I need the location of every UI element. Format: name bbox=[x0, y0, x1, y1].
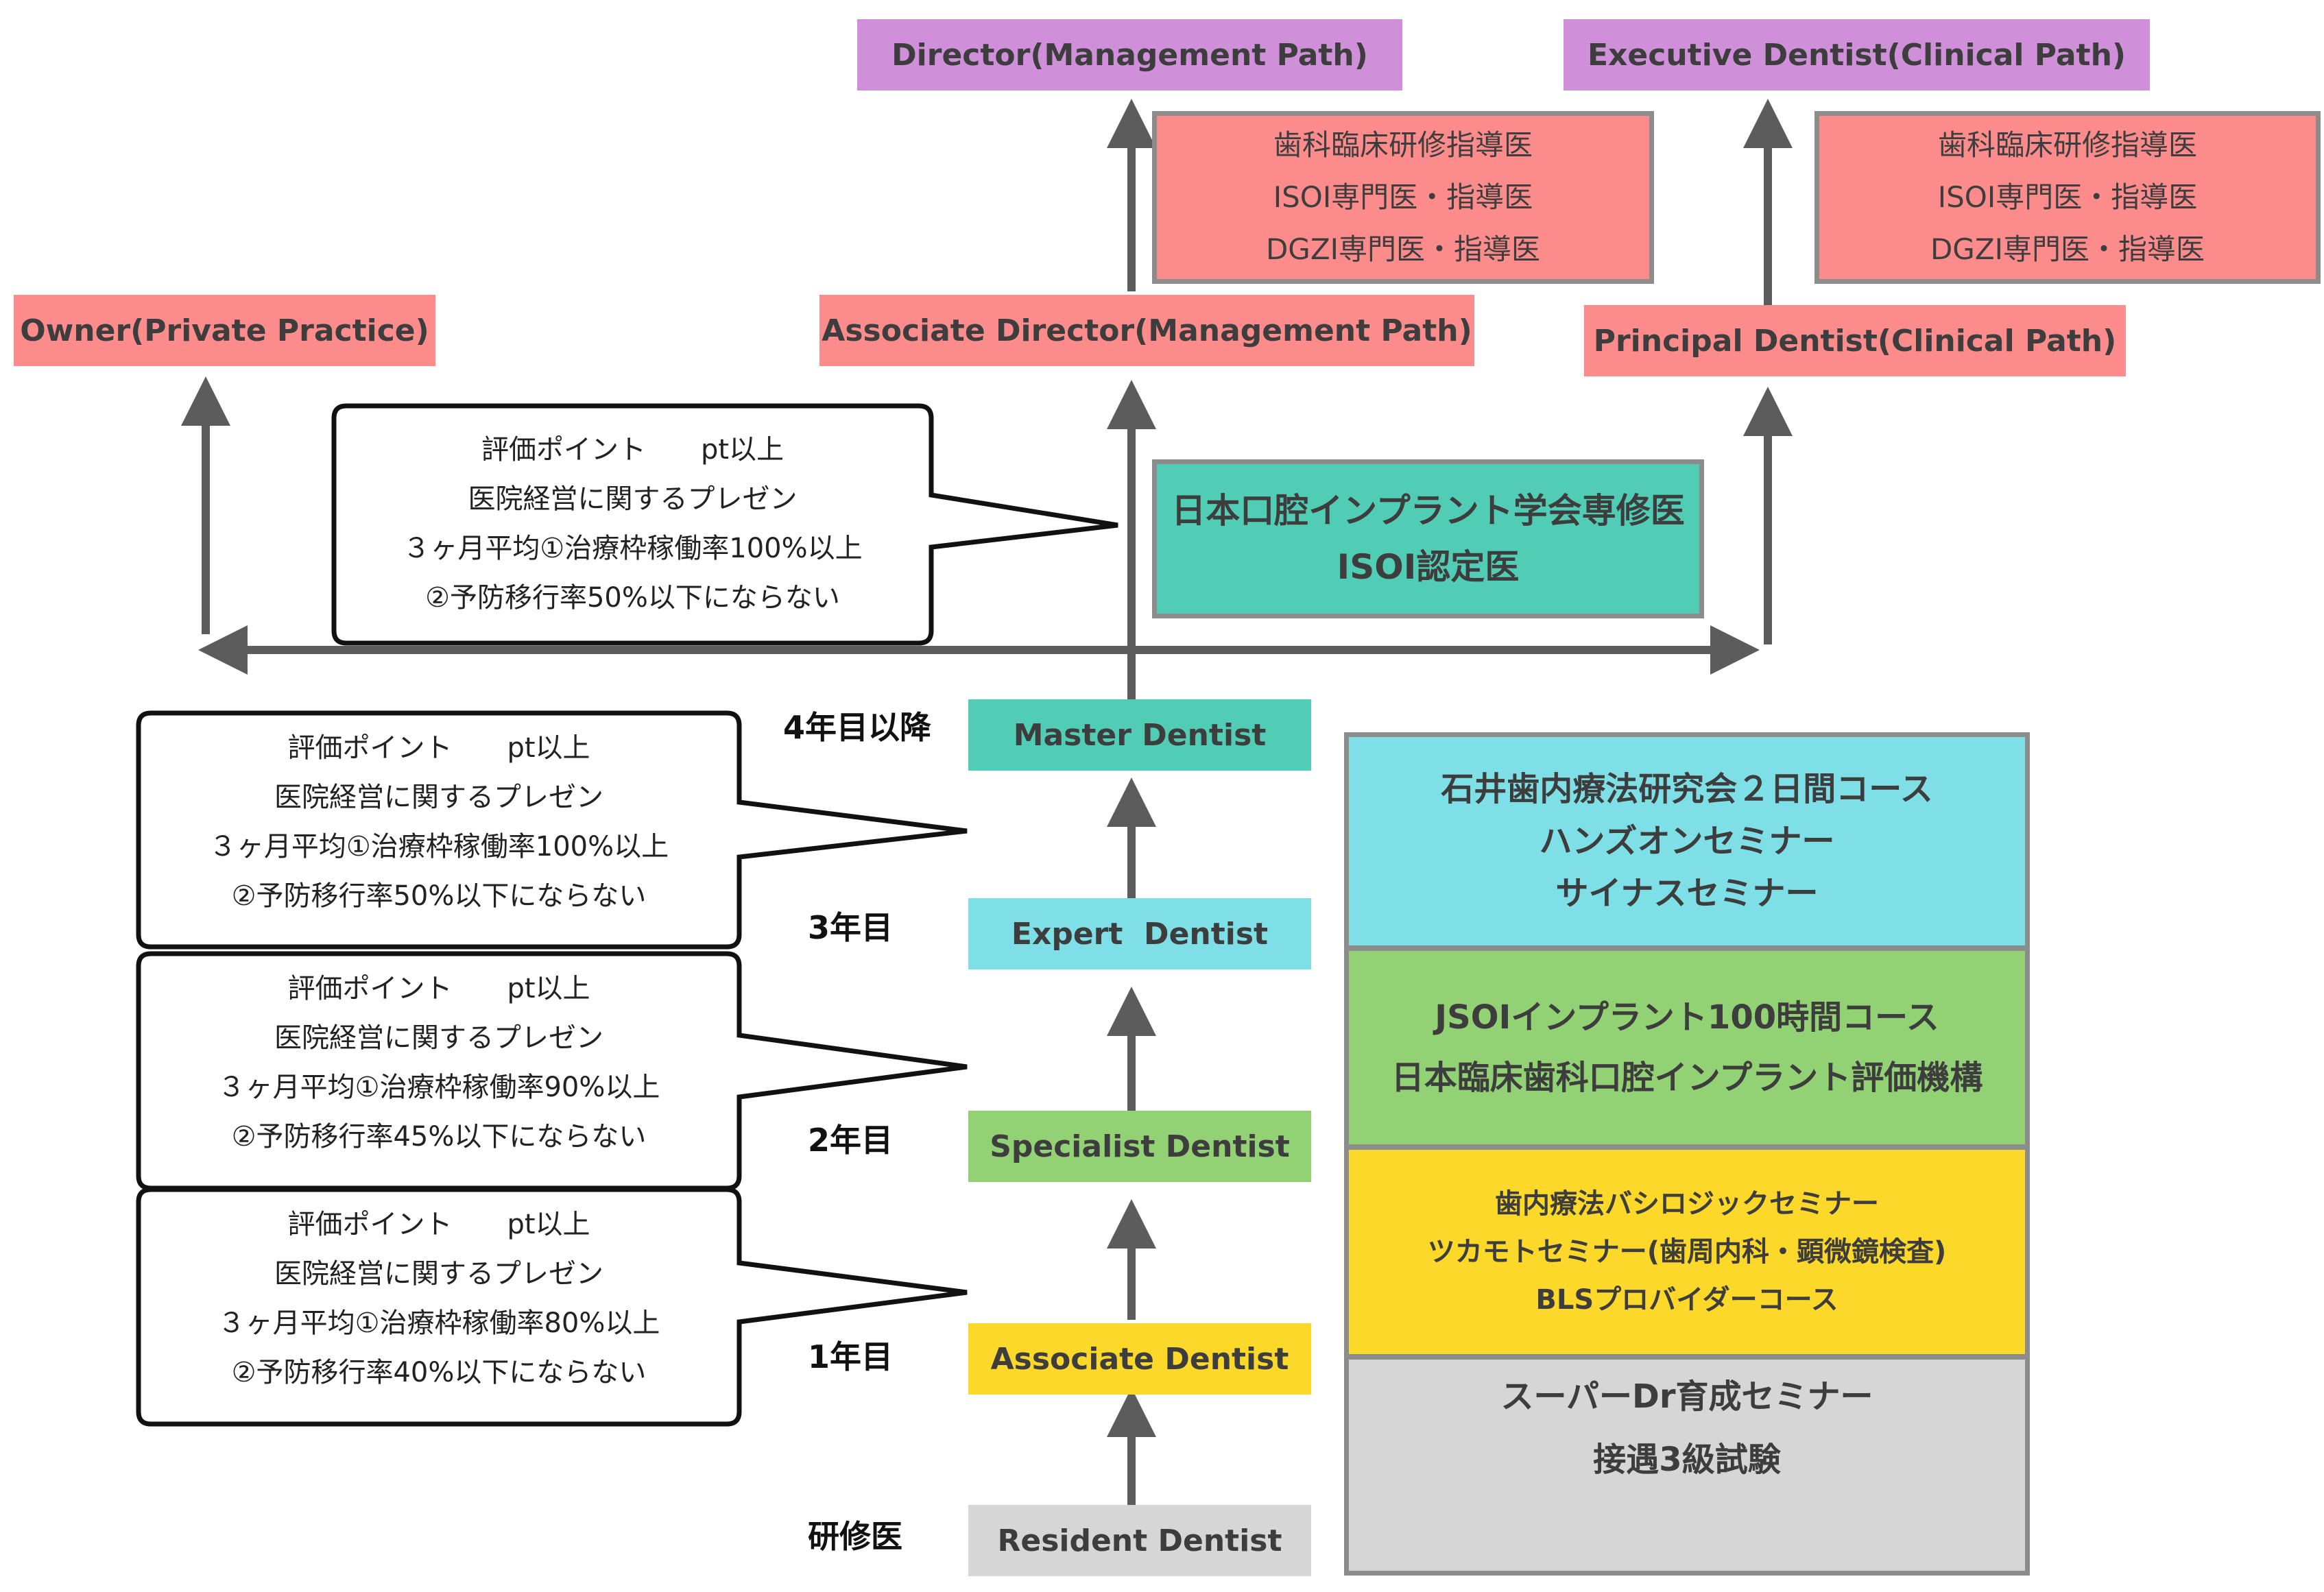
course-line: スーパーDr育成セミナー bbox=[1500, 1377, 1873, 1416]
teal-cert-box: 日本口腔インプラント学会専修医 ISOI認定医 bbox=[1152, 459, 1704, 618]
course-box-green: JSOIインプラント100時間コース 日本臨床歯科口腔インプラント評価機構 bbox=[1344, 946, 2030, 1149]
callout-text-4: 評価ポイント pt以上 医院経営に関するプレゼン ３ヶ月平均①治療枠稼働率80%… bbox=[139, 1200, 739, 1397]
cert-line: ISOI専門医・指導医 bbox=[1937, 180, 2198, 214]
level-associate: Associate Dentist bbox=[968, 1323, 1311, 1395]
teal-cert-line: 日本口腔インプラント学会専修医 bbox=[1171, 491, 1685, 531]
level-associate-label: Associate Dentist bbox=[990, 1341, 1289, 1377]
callout-line: ②予防移行率50%以下にならない bbox=[425, 582, 840, 614]
callout-line: 医院経営に関するプレゼン bbox=[468, 483, 798, 515]
cert-line: DGZI専門医・指導医 bbox=[1265, 232, 1541, 266]
course-line: ハンズオンセミナー bbox=[1539, 822, 1835, 860]
level-resident-label: Resident Dentist bbox=[997, 1523, 1282, 1558]
callout-shape-2 bbox=[136, 710, 968, 950]
cert-line: 歯科臨床研修指導医 bbox=[1273, 128, 1533, 162]
course-line: サイナスセミナー bbox=[1555, 874, 1819, 913]
course-box-gray: スーパーDr育成セミナー 接遇3級試験 bbox=[1344, 1355, 2030, 1576]
course-line: 歯内療法バシロジックセミナー bbox=[1495, 1188, 1879, 1220]
year-label-specialist: 2年目 bbox=[808, 1122, 894, 1159]
year-label-associate: 1年目 bbox=[808, 1338, 894, 1375]
callout-line: ３ヶ月平均①治療枠稼働率100%以上 bbox=[208, 831, 669, 863]
callout-text-2: 評価ポイント pt以上 医院経営に関するプレゼン ３ヶ月平均①治療枠稼働率100… bbox=[139, 723, 739, 921]
teal-cert-line: ISOI認定医 bbox=[1337, 547, 1520, 587]
principal-label: Principal Dentist(Clinical Path) bbox=[1593, 323, 2117, 359]
callout-shape-4 bbox=[136, 1187, 968, 1427]
callout-line: 医院経営に関するプレゼン bbox=[274, 782, 603, 813]
callout-line: 評価ポイント pt以上 bbox=[287, 1209, 590, 1240]
level-expert-label: Expert Dentist bbox=[1011, 916, 1269, 952]
certs-left-box: 歯科臨床研修指導医 ISOI専門医・指導医 DGZI専門医・指導医 bbox=[1152, 111, 1654, 284]
level-resident: Resident Dentist bbox=[968, 1505, 1311, 1576]
year-label-resident: 研修医 bbox=[808, 1518, 902, 1555]
year-label-master: 4年目以降 bbox=[783, 709, 932, 746]
director-label: Director(Management Path) bbox=[891, 37, 1368, 73]
level-master-label: Master Dentist bbox=[1013, 717, 1267, 753]
callout-line: ②予防移行率45%以下にならない bbox=[231, 1121, 647, 1153]
callout-line: 評価ポイント pt以上 bbox=[287, 973, 590, 1004]
certs-right-box: 歯科臨床研修指導医 ISOI専門医・指導医 DGZI専門医・指導医 bbox=[1814, 111, 2321, 284]
level-master: Master Dentist bbox=[968, 699, 1311, 771]
callout-line: 評価ポイント pt以上 bbox=[481, 434, 784, 466]
callout-line: ②予防移行率40%以下にならない bbox=[231, 1357, 647, 1388]
executive-box: Executive Dentist(Clinical Path) bbox=[1564, 19, 2150, 91]
cert-line: DGZI専門医・指導医 bbox=[1930, 232, 2205, 266]
executive-label: Executive Dentist(Clinical Path) bbox=[1587, 37, 2127, 73]
callout-line: 医院経営に関するプレゼン bbox=[274, 1258, 603, 1290]
owner-label: Owner(Private Practice) bbox=[20, 313, 429, 348]
associate-director-label: Associate Director(Management Path) bbox=[822, 313, 1472, 348]
course-line: JSOIインプラント100時間コース bbox=[1435, 998, 1939, 1037]
level-specialist: Specialist Dentist bbox=[968, 1111, 1311, 1182]
course-line: 石井歯内療法研究会２日間コース bbox=[1441, 770, 1933, 808]
associate-director-box: Associate Director(Management Path) bbox=[819, 295, 1474, 366]
level-expert: Expert Dentist bbox=[968, 898, 1311, 969]
level-specialist-label: Specialist Dentist bbox=[990, 1129, 1290, 1164]
callout-line: ３ヶ月平均①治療枠稼働率90%以上 bbox=[217, 1072, 660, 1103]
owner-box: Owner(Private Practice) bbox=[14, 295, 435, 366]
callout-line: ３ヶ月平均①治療枠稼働率100%以上 bbox=[403, 533, 863, 564]
callout-line: 評価ポイント pt以上 bbox=[287, 732, 590, 764]
year-label-expert: 3年目 bbox=[808, 909, 894, 946]
callout-line: ②予防移行率50%以下にならない bbox=[231, 880, 647, 912]
principal-box: Principal Dentist(Clinical Path) bbox=[1584, 305, 2126, 376]
callout-text-1: 評価ポイント pt以上 医院経営に関するプレゼン ３ヶ月平均①治療枠稼働率100… bbox=[334, 425, 931, 623]
director-box: Director(Management Path) bbox=[857, 19, 1402, 91]
callout-shape-1 bbox=[331, 403, 1118, 646]
cert-line: 歯科臨床研修指導医 bbox=[1937, 128, 2197, 162]
cert-line: ISOI専門医・指導医 bbox=[1273, 180, 1533, 214]
course-line: ツカモトセミナー(歯周内科・顕微鏡検査) bbox=[1427, 1236, 1947, 1268]
course-line: BLSプロバイダーコース bbox=[1535, 1284, 1838, 1316]
callout-text-3: 評価ポイント pt以上 医院経営に関するプレゼン ３ヶ月平均①治療枠稼働率90%… bbox=[139, 964, 739, 1161]
course-line: 接遇3級試験 bbox=[1593, 1440, 1781, 1479]
course-line: 日本臨床歯科口腔インプラント評価機構 bbox=[1391, 1059, 1983, 1097]
course-box-cyan: 石井歯内療法研究会２日間コース ハンズオンセミナー サイナスセミナー bbox=[1344, 732, 2030, 950]
course-box-yellow: 歯内療法バシロジックセミナー ツカモトセミナー(歯周内科・顕微鏡検査) BLSプ… bbox=[1344, 1145, 2030, 1359]
callout-line: ３ヶ月平均①治療枠稼働率80%以上 bbox=[217, 1307, 660, 1339]
callout-line: 医院経営に関するプレゼン bbox=[274, 1022, 603, 1054]
